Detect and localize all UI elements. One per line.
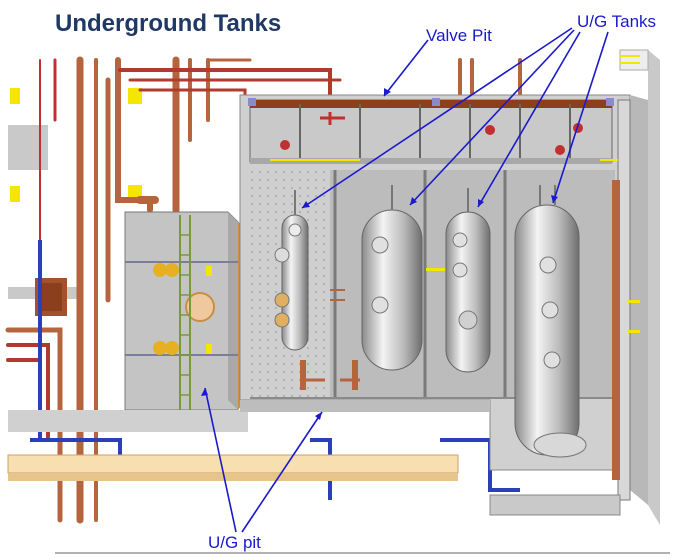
valve-pit [248,98,618,164]
ug-pit-block [124,211,248,430]
ug-tanks-label: U/G Tanks [577,12,657,31]
ground-slabs [7,400,621,516]
right-structure [619,49,649,333]
tank-3 [445,188,491,373]
ug-pit-label: U/G pit [208,533,261,552]
copper-pipes [5,56,522,524]
callout-arrows [201,27,609,533]
page-title: Underground Tanks [55,10,282,37]
tank-1 [274,190,309,351]
tank-2 [361,185,450,371]
valve-pit-label: Valve Pit [426,26,492,45]
tank-4 [514,185,587,458]
